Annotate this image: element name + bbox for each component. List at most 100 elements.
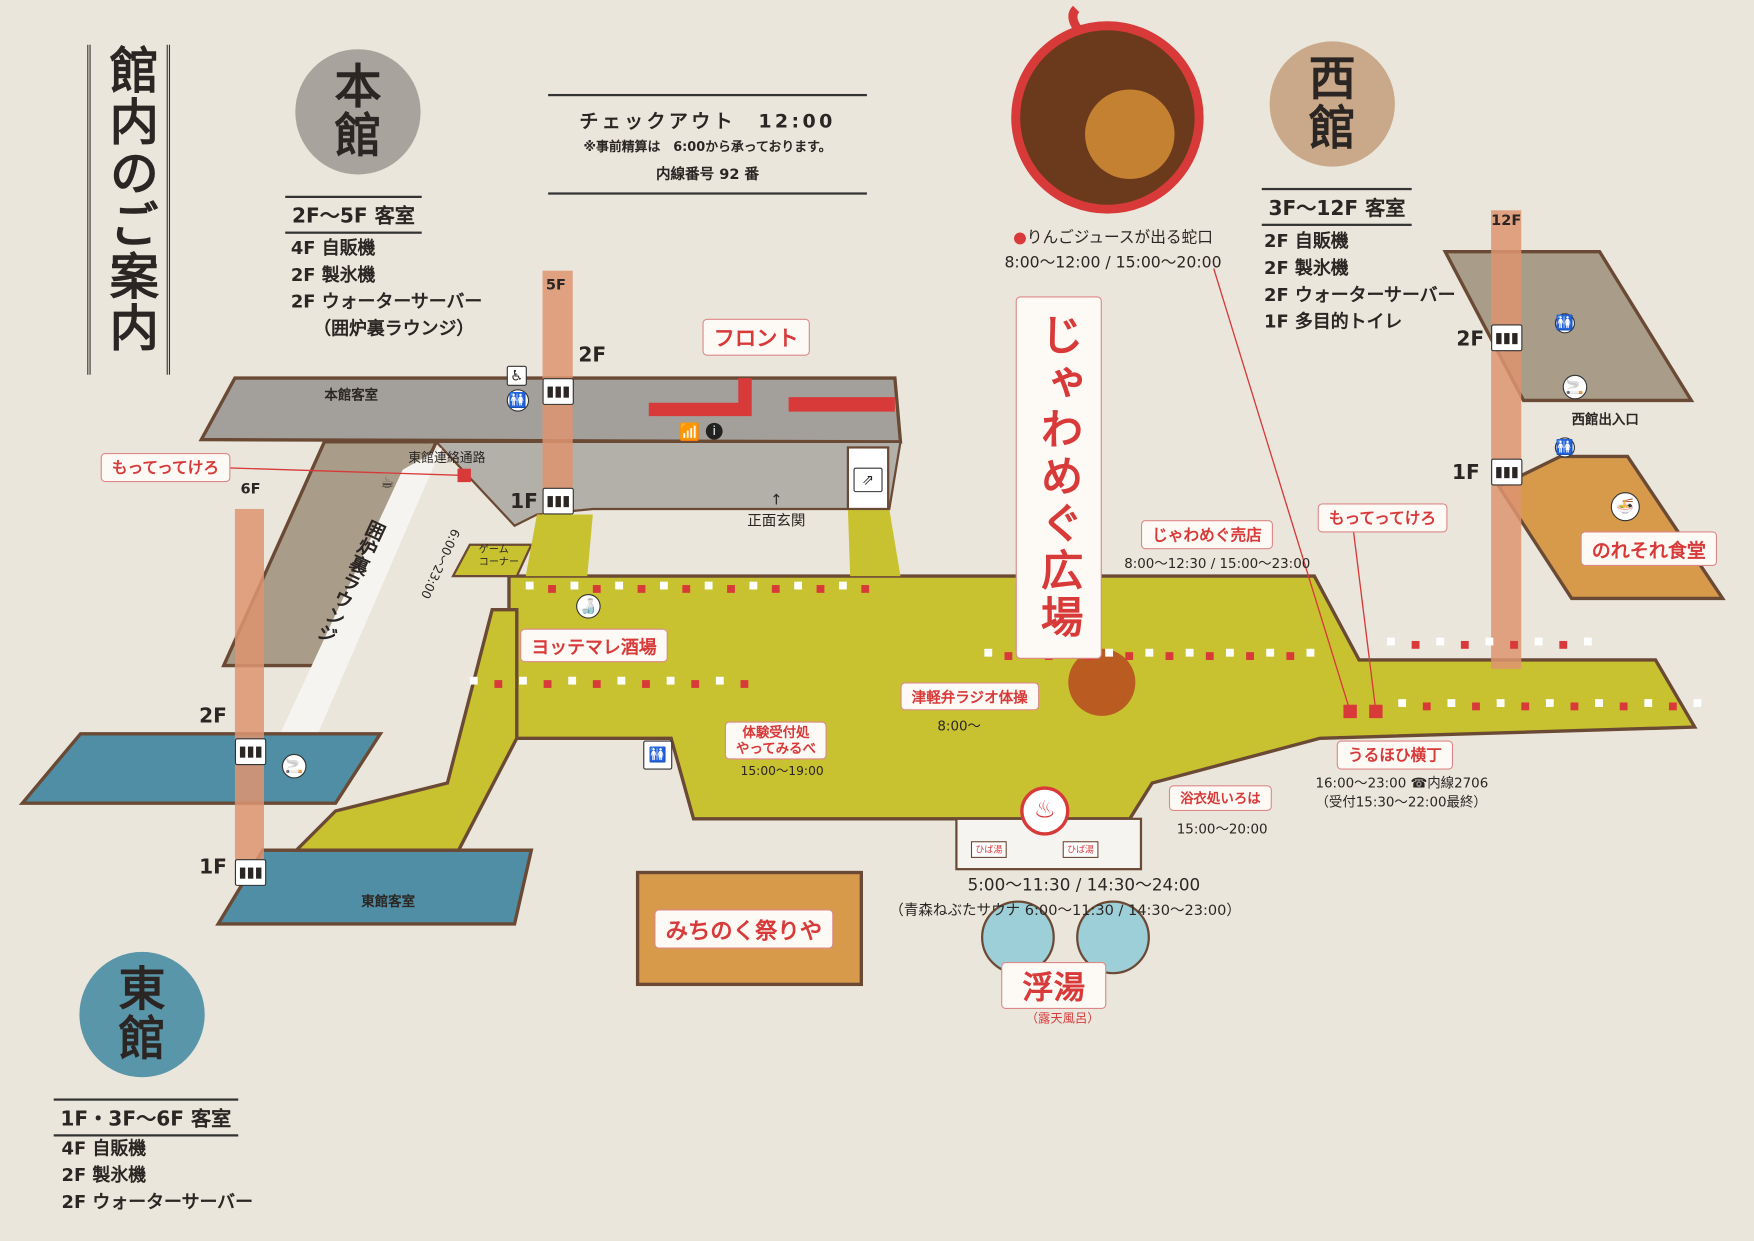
amenity: 4F 自販機 bbox=[61, 1137, 147, 1159]
lantern-dot bbox=[1286, 652, 1295, 660]
main-entrance-text: 正面玄関 bbox=[747, 513, 806, 531]
lantern-dot bbox=[1185, 648, 1194, 657]
lantern-dot bbox=[861, 585, 870, 593]
higashikan-floors: 1F・3F～6F 客室 bbox=[53, 1098, 238, 1137]
lantern-dot bbox=[838, 581, 847, 590]
lantern-dot bbox=[659, 581, 668, 590]
lantern-dot bbox=[525, 581, 534, 590]
apple-photo-glow bbox=[1085, 89, 1175, 179]
lantern-dot bbox=[1521, 702, 1530, 711]
amenity: 2F ウォーターサーバー bbox=[1264, 284, 1456, 306]
seikan-name-2: 館 bbox=[1308, 100, 1356, 156]
west-elevator-shaft bbox=[1491, 210, 1522, 669]
lantern-dot bbox=[1205, 652, 1214, 660]
connector-label: 東館連絡通路 bbox=[408, 449, 486, 466]
lantern-dot bbox=[570, 581, 579, 590]
hiba-bath-1: ひば湯 bbox=[970, 841, 1007, 858]
escalator-icon: ⇗ bbox=[853, 467, 883, 493]
west-entrance-label: 西館出入口 bbox=[1571, 411, 1639, 428]
game-corner-floor bbox=[451, 543, 534, 578]
lantern-dot bbox=[666, 676, 675, 685]
lantern-dot bbox=[816, 585, 825, 593]
amenity: （囲炉裏ラウンジ） bbox=[313, 317, 475, 339]
elevator-icon: ▮▮▮ bbox=[1491, 324, 1523, 352]
yottemare-label: ヨッテマレ酒場 bbox=[520, 628, 668, 663]
lantern-dot bbox=[1411, 640, 1420, 649]
lounge-floor bbox=[221, 440, 439, 668]
bath-hours: 5:00～11:30 / 14:30～24:00 bbox=[967, 874, 1201, 895]
floor-label-honkan-2f: 2F bbox=[578, 343, 607, 367]
connector-path bbox=[257, 447, 442, 784]
lantern-dot bbox=[1510, 640, 1518, 649]
restroom-icon: 🚻 bbox=[1554, 437, 1575, 458]
uruhohi-reception: （受付15:30～22:00最終） bbox=[1315, 794, 1487, 810]
higashikan-badge: 東館 bbox=[79, 951, 205, 1078]
floor-label-west-2f: 2F bbox=[1456, 327, 1485, 352]
lantern-dot bbox=[543, 680, 552, 688]
honkan-rooms-label: 本館客室 bbox=[324, 387, 379, 403]
apple-stem bbox=[1068, 5, 1084, 35]
lantern-dot bbox=[984, 648, 993, 657]
east-elevator-shaft bbox=[234, 508, 264, 884]
uruhohi-hours: 16:00～23:00 ☎内線2706 bbox=[1315, 775, 1489, 791]
restroom-icon: 🚻 bbox=[506, 389, 530, 412]
lantern-dot bbox=[691, 680, 700, 688]
wifi-icon: 📶 bbox=[678, 421, 700, 442]
lantern-dot bbox=[682, 585, 691, 593]
taiken-line-1: 体験受付処 bbox=[742, 724, 810, 741]
lantern-dot bbox=[1693, 699, 1702, 707]
amenity: 2F 製氷機 bbox=[1264, 257, 1349, 279]
honkan-floors: 2F～5F 客室 bbox=[285, 195, 422, 234]
seikan-amenities: 2F 自販機 2F 製氷機 2F ウォーターサーバー 1F 多目的トイレ bbox=[1264, 228, 1455, 335]
lantern-dot bbox=[1472, 702, 1480, 711]
accessible-icon: ♿ bbox=[506, 365, 527, 386]
east-2f-floor bbox=[18, 732, 384, 805]
page-title: 館内のご案内 bbox=[87, 44, 171, 375]
lantern-dot bbox=[1398, 699, 1407, 707]
smoking-icon: 🚬 bbox=[1562, 374, 1588, 400]
floor-label-west-12f: 12F bbox=[1491, 212, 1522, 230]
lantern-dot bbox=[715, 676, 724, 685]
amenity: 1F 多目的トイレ bbox=[1264, 310, 1403, 333]
lantern-dot bbox=[740, 680, 749, 688]
uruhohi-label: うるほひ横丁 bbox=[1336, 740, 1454, 770]
honkan-badge: 本館 bbox=[295, 49, 421, 175]
lantern-dot bbox=[1619, 702, 1628, 711]
restroom-icon: 🚻 bbox=[643, 740, 673, 770]
floor-label-east-2f: 2F bbox=[199, 704, 227, 729]
lantern-dot bbox=[1496, 699, 1505, 707]
lantern-dot bbox=[1306, 648, 1315, 657]
lantern-dot bbox=[1165, 652, 1174, 660]
up-arrow-icon: ↑ bbox=[770, 492, 783, 509]
elevator-icon: ▮▮▮ bbox=[234, 859, 267, 886]
taiken-hours: 15:00～19:00 bbox=[740, 764, 824, 779]
yukata-hours: 15:00～20:00 bbox=[1176, 821, 1268, 837]
east-rooms-label: 東館客室 bbox=[361, 893, 416, 910]
lantern-dot bbox=[592, 680, 601, 688]
mottekero-marker-juice bbox=[1343, 704, 1357, 719]
mottekero-left-label: もってってけろ bbox=[100, 453, 231, 483]
lantern-dot bbox=[1145, 648, 1154, 657]
taiken-label: 体験受付処やってみるべ bbox=[724, 721, 828, 760]
sauna-hours: （青森ねぶたサウナ 6:00～11:30 / 14:30～23:00） bbox=[889, 902, 1241, 920]
lantern-dot bbox=[1534, 637, 1543, 646]
lantern-dot bbox=[794, 581, 803, 590]
escalator-floor bbox=[847, 508, 901, 577]
lantern-dot bbox=[1225, 648, 1234, 657]
lantern-dot bbox=[1422, 702, 1431, 711]
lantern-dot bbox=[637, 585, 646, 593]
lantern-dot bbox=[1266, 648, 1275, 657]
west-1f-floor bbox=[1496, 454, 1726, 601]
honkan-name-1: 本 bbox=[334, 59, 382, 114]
front-desk-red bbox=[648, 378, 752, 417]
apple-juice-info: ●りんごジュースが出る蛇口 8:00～12:00 / 15:00～20:00 bbox=[984, 226, 1241, 275]
higashikan-amenities: 4F 自販機 2F 製氷機 2F ウォーターサーバー bbox=[62, 1135, 253, 1216]
lantern-dot bbox=[1644, 699, 1653, 707]
info-icon: i bbox=[705, 422, 723, 440]
lantern-dot bbox=[1668, 702, 1677, 711]
seikan-badge: 西館 bbox=[1269, 41, 1395, 167]
ukiyu-subtitle: （露天風呂） bbox=[1025, 1011, 1100, 1026]
floor-label-west-1f: 1F bbox=[1451, 460, 1480, 485]
honkan-name-2: 館 bbox=[334, 108, 382, 164]
west-corridor-floor bbox=[292, 607, 519, 852]
